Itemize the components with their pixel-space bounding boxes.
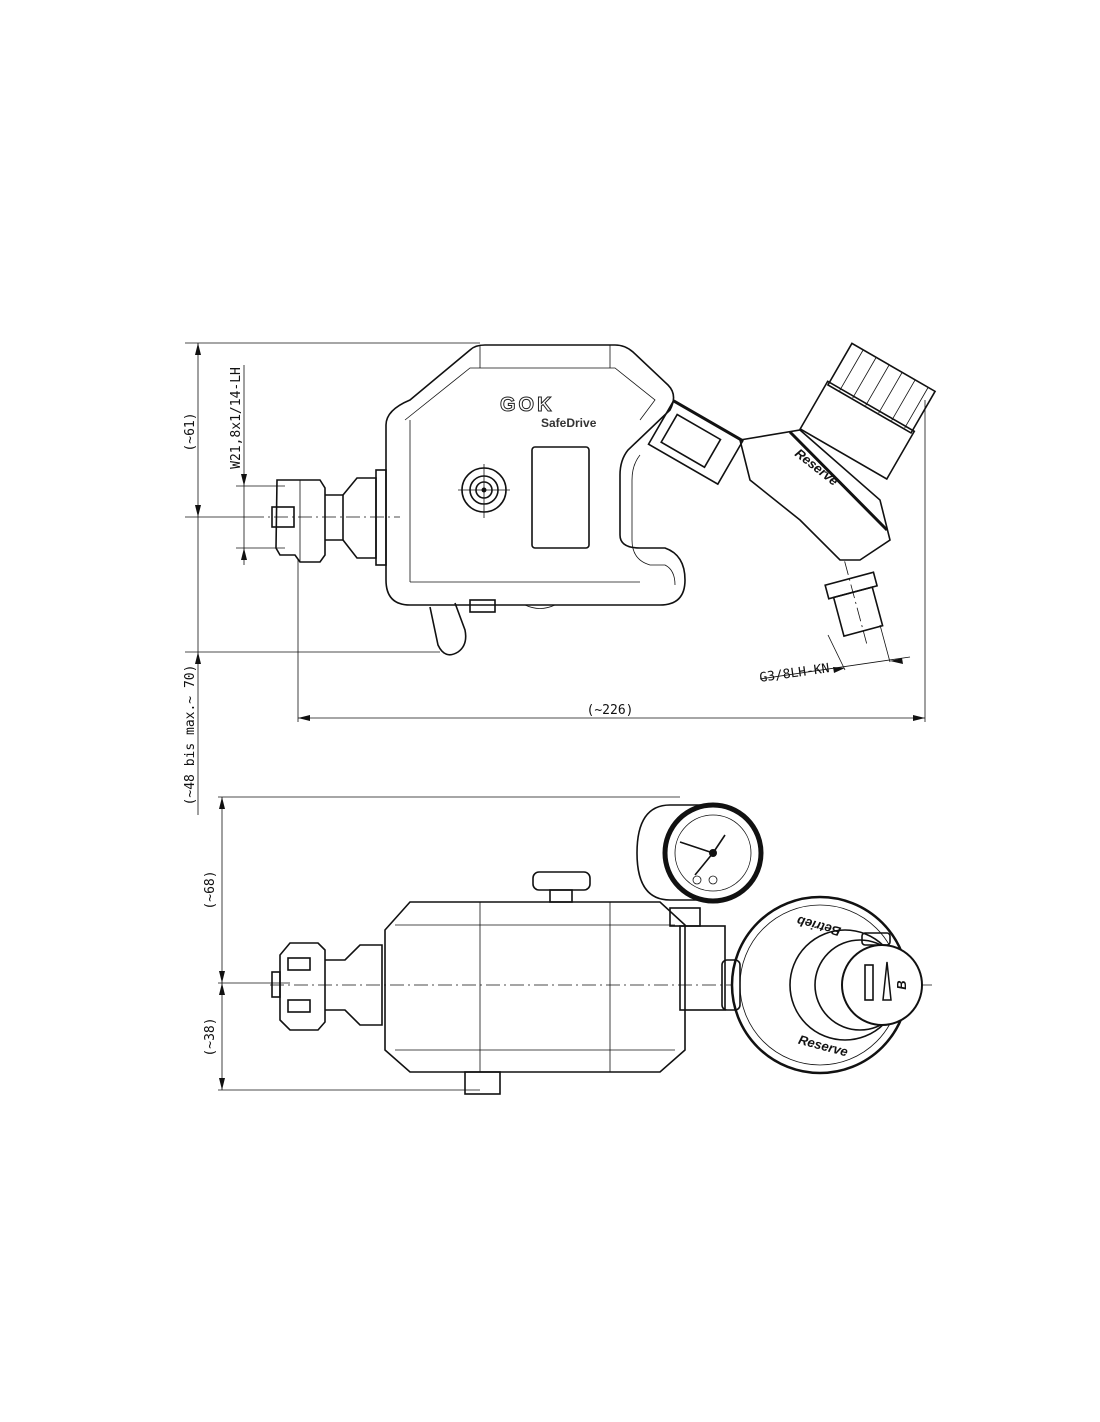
inlet-nut-bottom xyxy=(271,942,383,1031)
inlet-nut xyxy=(271,469,387,566)
dimension-handle-range: (~48 bis max.~ 70) xyxy=(183,665,198,806)
bottom-stud xyxy=(464,1071,501,1095)
dimension-inlet-thread: W21,8x1/14-LH xyxy=(229,367,244,469)
dimension-height-lower-bottom: (~38) xyxy=(203,1017,218,1056)
top-view: (~61) W21,8x1/14-LH (~226) G3/8LH-KN (~4… xyxy=(183,342,937,815)
pressure-gauge xyxy=(636,802,764,1011)
reserve-label-top: Reserve xyxy=(792,446,841,489)
regulator-angled: Reserve xyxy=(647,342,937,644)
dimension-total-length: (~226) xyxy=(587,703,634,718)
pressure-port xyxy=(458,464,510,518)
dimension-lines-top xyxy=(185,342,926,815)
dimension-lines-bottom xyxy=(218,796,680,1091)
product-name: SafeDrive xyxy=(541,416,597,430)
dimension-height-upper-bottom: (~68) xyxy=(203,870,218,909)
knob-letter: B xyxy=(894,980,909,989)
regulator-front: B Betrieb Reserve xyxy=(721,895,923,1075)
gok-logo: GOK xyxy=(500,394,555,416)
dimension-outlet-thread: G3/8LH-KN xyxy=(759,661,831,686)
bottom-view: (~68) (~38) xyxy=(203,796,935,1095)
safedrive-body-bottom xyxy=(384,871,686,1095)
display-window xyxy=(531,446,590,549)
safedrive-body: GOK SafeDrive xyxy=(385,344,686,656)
dimension-height-upper: (~61) xyxy=(183,412,198,451)
top-knob xyxy=(532,871,591,891)
handle-loop xyxy=(429,602,467,656)
